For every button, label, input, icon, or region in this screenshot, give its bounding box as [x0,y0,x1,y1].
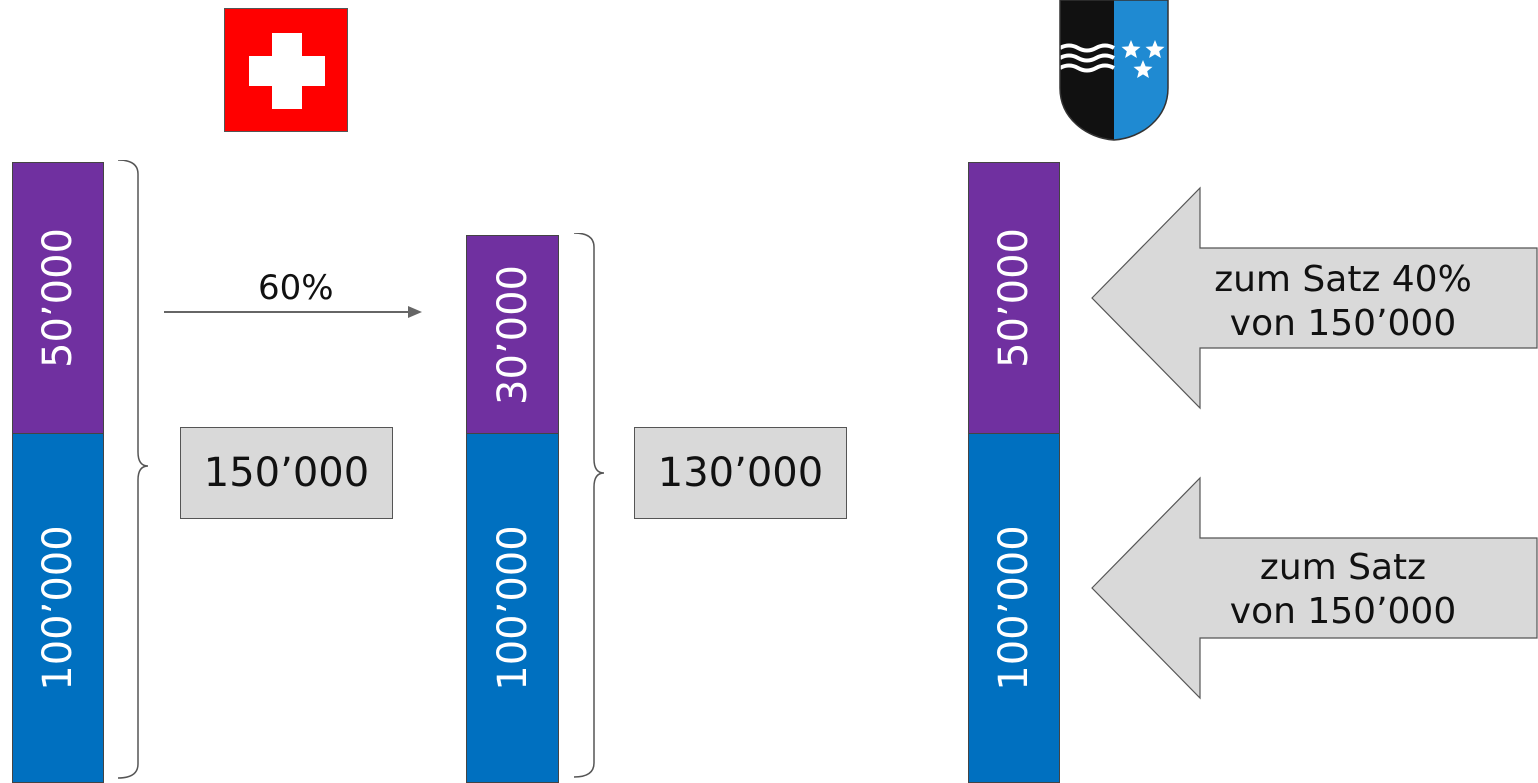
right-bar-top-label: 50’000 [991,228,1037,368]
right-bar-bottom-label: 100’000 [991,525,1037,691]
right-bar-top-segment: 50’000 [968,162,1060,434]
left-bar-top-label: 50’000 [35,228,81,368]
left-bar-bottom-label: 100’000 [35,525,81,691]
left-bar-top-segment: 50’000 [12,162,104,434]
left-total-box: 150’000 [180,427,393,519]
middle-bar-bottom-segment: 100’000 [466,433,559,783]
rate-arrow-top-text: zum Satz 40% von 150’000 [1170,258,1516,346]
middle-bar-top-label: 30’000 [489,264,536,405]
rate-arrow-bottom-shape [1091,476,1538,700]
transfer-arrow-label: 60% [258,268,334,308]
left-total-value: 150’000 [203,450,370,496]
aargau-coat-of-arms [1059,0,1169,141]
rate-arrow-top-line2: von 150’000 [1229,303,1457,344]
right-bar-bottom-segment: 100’000 [968,433,1060,783]
middle-bar-top-segment: 30’000 [466,235,559,434]
rate-arrow-top-line1: zum Satz 40% [1214,259,1472,300]
middle-bar-bottom-label: 100’000 [489,525,536,691]
middle-brace [573,233,605,778]
transfer-arrow [164,306,422,318]
left-bar-bottom-segment: 100’000 [12,433,104,783]
rate-arrow-top-shape [1091,186,1538,410]
rate-arrow-bottom-line2: von 150’000 [1229,591,1457,632]
middle-total-box: 130’000 [634,427,847,519]
swiss-flag [224,8,348,132]
rate-arrow-bottom-text: zum Satz von 150’000 [1170,546,1516,634]
rate-arrow-bottom-line1: zum Satz [1259,547,1427,588]
left-brace [117,160,149,779]
swiss-cross-horizontal [249,56,325,86]
middle-total-value: 130’000 [657,450,824,496]
